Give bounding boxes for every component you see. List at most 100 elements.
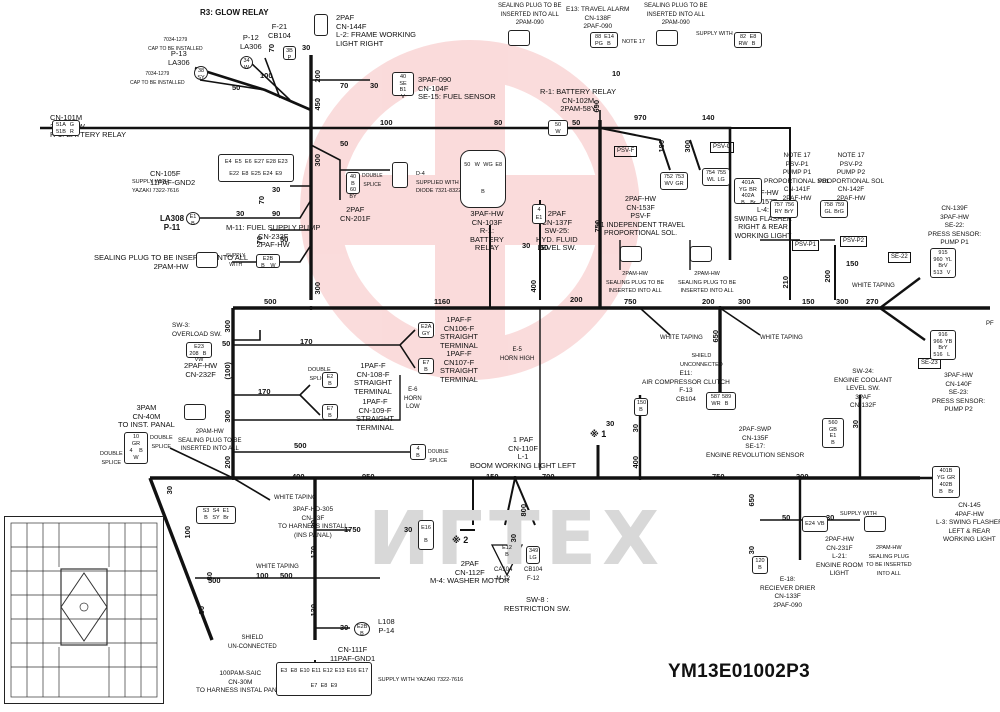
dim-300: 300: [313, 282, 322, 295]
dim-650: 650: [711, 330, 720, 343]
dim-30: 30: [370, 81, 379, 90]
connector-sealing-090b: [656, 30, 678, 46]
dim-140: 140: [702, 113, 715, 122]
dim-400: 400: [292, 472, 305, 481]
dim-100: 100: [260, 71, 273, 80]
pf-label: PF: [986, 321, 994, 327]
dim-10: 10: [612, 69, 621, 78]
supply-yazaki-2: SUPPLY WITH YAZAKI 7322-7616: [378, 677, 464, 683]
dim-750: 750: [624, 297, 637, 306]
connector-sealing-hw-1: [620, 246, 642, 262]
mark-1: ※ 1: [590, 429, 607, 439]
dim-30: 30: [522, 241, 531, 250]
dim-300: 300: [738, 297, 751, 306]
note17-label: NOTE 17: [622, 39, 645, 45]
dim-200: 200: [313, 70, 322, 83]
dim-30: 30: [302, 43, 311, 52]
dim-30: 30: [236, 209, 245, 218]
dim-50: 50: [540, 243, 549, 252]
dim-950: 950: [362, 472, 375, 481]
connector-sealing-hw-4: [864, 516, 886, 532]
psv-p2-tag: PSV-P2: [840, 236, 868, 247]
dim-70: 70: [255, 236, 264, 245]
connector-cn30m-panel: [4, 516, 164, 704]
white-taping-3: WHITE TAPING: [660, 335, 703, 341]
connector-sealing-1: [196, 252, 218, 268]
watermark-text: ИГТЕХ: [368, 496, 666, 582]
se23-tag: SE-23: [918, 358, 941, 369]
dim-690: 690: [592, 100, 601, 113]
dim-30: 30: [747, 546, 756, 555]
dim-180: 180: [657, 140, 666, 153]
glow-relay-label: R3: GLOW RELAY: [200, 8, 269, 17]
dim-130: 130: [309, 604, 318, 617]
dim-50: 50: [782, 513, 791, 522]
white-taping-5: WHITE TAPING: [256, 564, 299, 570]
watermark-gear-logo: [300, 40, 640, 380]
supply-with-2: SUPPLY WITH: [696, 31, 733, 37]
dim-1160: 1160: [434, 297, 451, 306]
dim-750: 750: [593, 220, 602, 233]
mark-2: ※ 2: [452, 535, 469, 545]
dim-970: 970: [634, 113, 647, 122]
dim-200: 200: [223, 456, 232, 469]
dim-500: 500: [294, 441, 307, 450]
dim-30: 30: [631, 424, 640, 433]
psv-p1-tag: PSV-P1: [792, 240, 820, 251]
dim-30: 30: [197, 606, 206, 615]
dim-200: 200: [823, 270, 832, 283]
dim-30: 30: [851, 420, 860, 429]
connector-sealing-hw-3: [184, 404, 206, 420]
dim-100-bracket: (100): [223, 362, 232, 380]
dim-300: 300: [313, 154, 322, 167]
dim-300: 300: [223, 320, 232, 333]
dim-50: 50: [340, 139, 349, 148]
